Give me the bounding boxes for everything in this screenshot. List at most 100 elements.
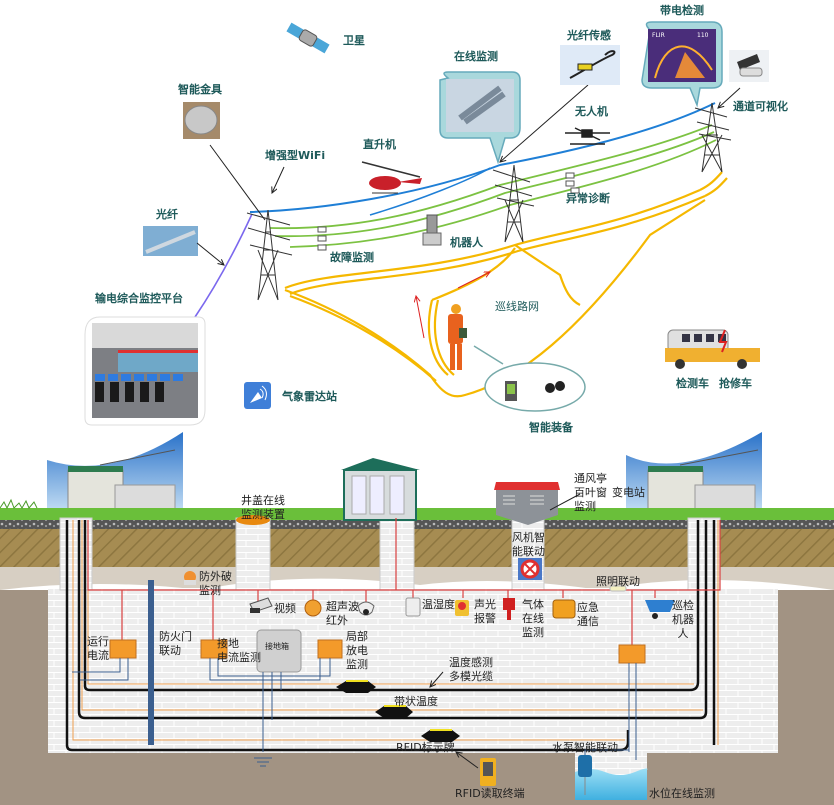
- wifi-pointer: [272, 166, 285, 193]
- inspection-vehicle-image: [665, 329, 760, 369]
- label-fan-linkage: 风机智 能联动: [512, 531, 545, 558]
- thermal-camera-callout: FLIR 110: [641, 21, 723, 108]
- anti-damage-sensor-icon: [184, 571, 196, 585]
- label-vent-louver: 通风亭 百叶窗 监测: [574, 472, 607, 513]
- line-worker-figure: [448, 304, 467, 370]
- label-anomaly-diagnosis: 异常诊断: [566, 192, 610, 205]
- label-ultrasonic-ir: 超声波 红外: [326, 600, 359, 627]
- temp-humidity-sensor-icon: [405, 597, 421, 617]
- subsoil-layer: [0, 567, 834, 590]
- substation-right-image: [626, 432, 762, 518]
- sound-light-alarm-icon: [455, 600, 469, 616]
- label-drone: 无人机: [575, 105, 608, 118]
- label-patrol-robot: 巡检 机器 人: [672, 599, 694, 640]
- thermal-brand: FLIR: [652, 32, 665, 39]
- line-robot-icon: [422, 214, 442, 246]
- label-monitoring-platform: 输电综合监控平台: [95, 292, 183, 305]
- fiber-pointer: [196, 242, 224, 265]
- drone-icon: [565, 127, 610, 145]
- label-fire-door: 防火门 联动: [159, 630, 192, 657]
- fan-icon: [518, 558, 542, 580]
- label-rfid-reader: RFID读取终端: [455, 787, 525, 800]
- vent-kiosk-image: [494, 482, 560, 525]
- label-satellite: 卫星: [343, 34, 365, 47]
- label-helicopter: 直升机: [363, 138, 396, 151]
- fiber-optic-link: [194, 213, 253, 318]
- smart-equipment-bubble: [473, 345, 586, 412]
- substation-left-image: [47, 432, 183, 518]
- label-temp-humidity: 温湿度: [422, 598, 455, 611]
- transmission-tower-1: [246, 209, 293, 301]
- label-fiber-sensing: 光纤传感: [567, 29, 611, 42]
- patrol-direction-arrows: [416, 272, 490, 339]
- overhead-conductors: [269, 124, 717, 248]
- label-running-current: 运行 电流: [87, 635, 109, 662]
- temp-fiber-pointer: [430, 671, 444, 687]
- manhole-cover: [236, 515, 270, 525]
- label-smart-fitting: 智能金具: [178, 83, 222, 96]
- channel-visualization-pointer: [718, 87, 741, 108]
- monitoring-platform-photo: [84, 316, 206, 426]
- weather-radar-icon: [244, 382, 271, 409]
- label-gas-monitor: 气体 在线 监测: [522, 598, 544, 639]
- label-water-level: 水位在线监测: [649, 787, 715, 800]
- label-weather-radar: 气象雷达站: [282, 390, 337, 403]
- monitoring-units: [109, 639, 646, 664]
- video-camera-icon: [249, 597, 273, 613]
- fiber-sensing-pointer: [500, 84, 589, 162]
- fiber-sensing-image: [560, 45, 620, 85]
- label-live-detection: 带电检测: [660, 4, 704, 17]
- dome-camera-icon: [357, 601, 375, 616]
- label-substation: 变电站: [612, 486, 645, 499]
- label-temp-fiber: 温度感测 多模光缆: [449, 656, 493, 683]
- ultrasonic-ir-icon: [304, 599, 322, 617]
- fiber-cable-image: [143, 226, 198, 256]
- thermal-reading: 110: [697, 32, 709, 39]
- label-sound-light-alarm: 声光 报警: [474, 598, 496, 625]
- vent-louver-pointer: [549, 493, 581, 511]
- fault-sensors: [317, 172, 580, 251]
- label-partial-discharge: 局部 放电 监测: [346, 630, 368, 671]
- lighting-icon: [609, 585, 627, 592]
- label-enhanced-wifi: 增强型WiFi: [265, 149, 326, 162]
- label-patrol-network: 巡线路网: [495, 300, 539, 313]
- label-band-temp: 带状温度: [394, 695, 438, 708]
- label-channel-visualization: 通道可视化: [733, 100, 788, 113]
- water: [575, 768, 648, 800]
- label-rfid-tag: RFID标示牌: [396, 741, 455, 754]
- patrol-robot-icon: [645, 600, 675, 619]
- label-anti-damage: 防外破 监测: [199, 570, 232, 597]
- transmission-tower-3: [694, 102, 732, 173]
- ground-leads: [72, 658, 637, 760]
- emergency-comm-icon: [552, 599, 576, 619]
- transmission-tower-2: [492, 164, 535, 243]
- patrol-road-network: [284, 171, 728, 398]
- helicopter-icon: [361, 161, 422, 194]
- overhead-ground-wire: [249, 102, 716, 213]
- rfid-pointer: [456, 752, 479, 769]
- band-temp-sensors: [336, 681, 460, 742]
- label-pump-linkage: 水泵智能联动: [552, 741, 618, 754]
- fire-door-pipe: [148, 580, 154, 745]
- ground-symbol: [254, 757, 272, 767]
- smart-fitting-image: [183, 102, 220, 139]
- satellite-icon: [286, 22, 330, 54]
- water-pump-icon: [578, 755, 592, 795]
- label-lighting-linkage: 照明联动: [596, 575, 640, 588]
- label-fiber: 光纤: [156, 208, 178, 221]
- rfid-reader-icon: [480, 758, 496, 786]
- grounding-box: [256, 629, 302, 673]
- channel-camera-image: [729, 50, 769, 82]
- label-robot: 机器人: [450, 236, 483, 249]
- gas-sensor-icon: [503, 598, 515, 620]
- gravel-layer: [0, 520, 834, 529]
- smart-fitting-pointer: [209, 144, 266, 221]
- label-repair-vehicle: 抢修车: [719, 377, 752, 390]
- label-smart-equipment: 智能装备: [529, 421, 573, 434]
- label-inspection-vehicle: 检测车: [676, 377, 709, 390]
- label-emergency-comm: 应急 通信: [577, 601, 599, 628]
- online-monitoring-callout: [439, 71, 521, 165]
- label-grounding-current: 接地 电流监测: [217, 637, 261, 664]
- label-online-monitoring: 在线监测: [454, 50, 498, 63]
